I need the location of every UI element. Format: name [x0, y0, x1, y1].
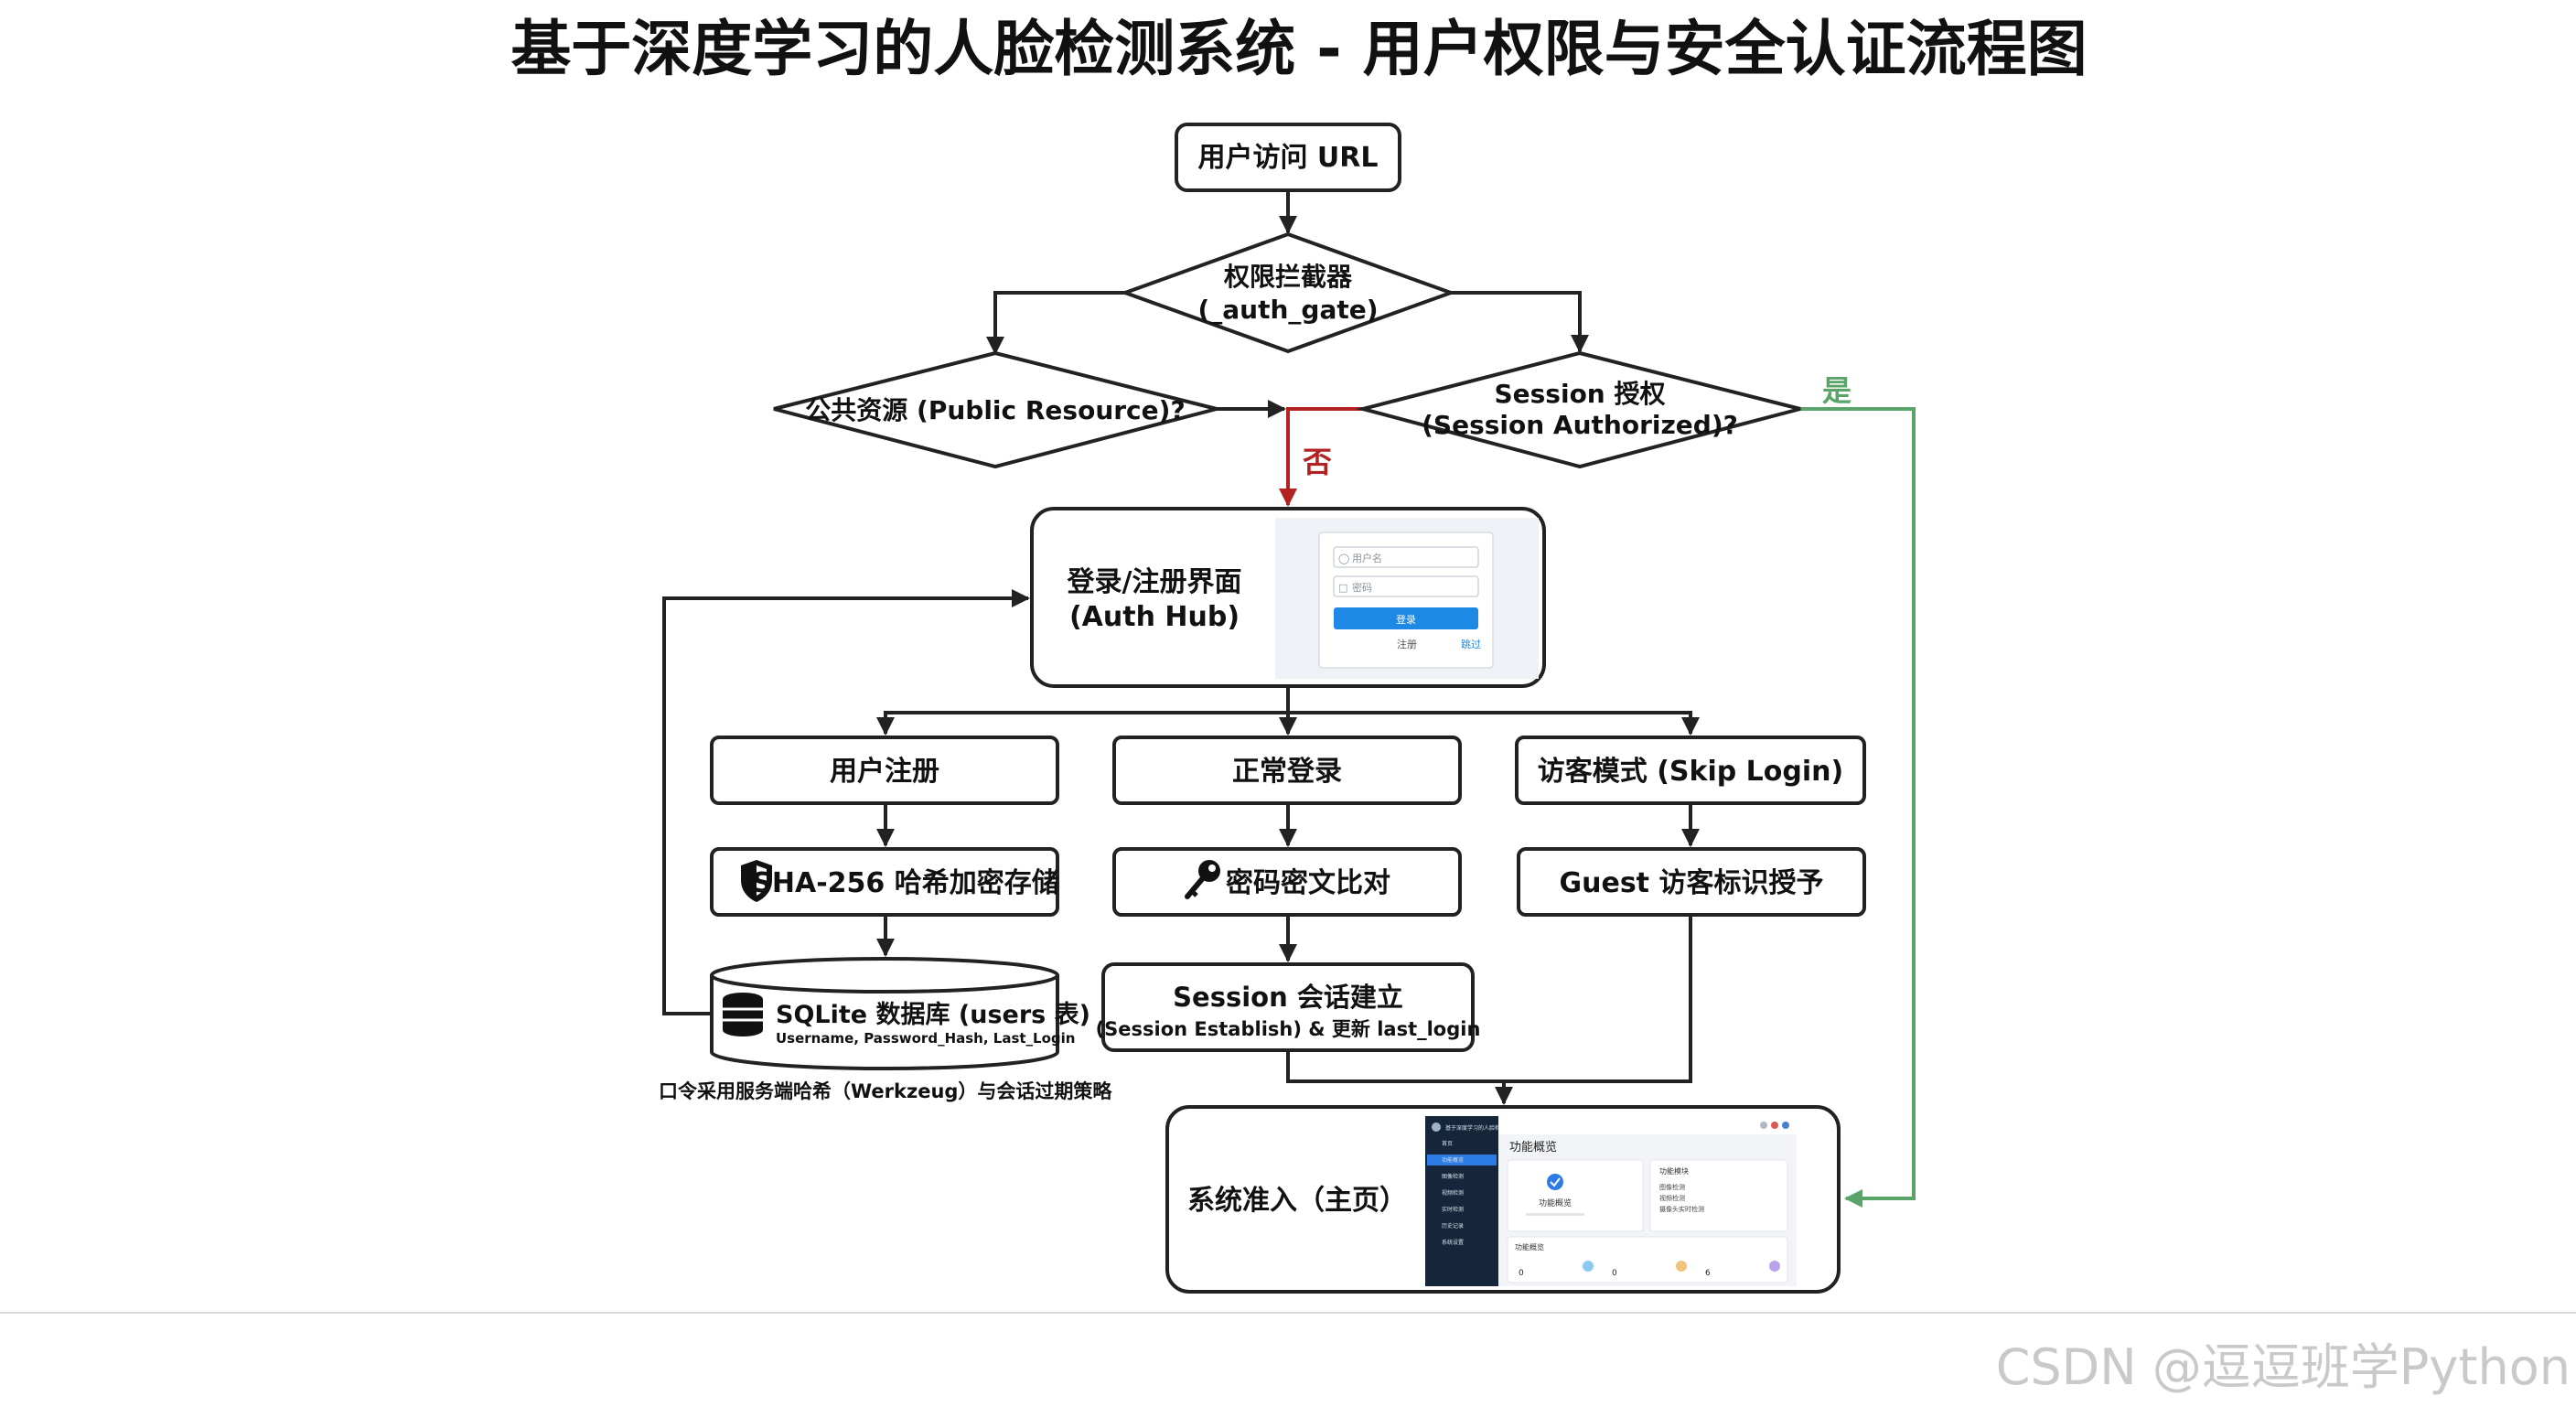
password-compare-label: 密码密文比对: [1226, 867, 1390, 899]
session-establish-label-1: Session 会话建立: [1173, 982, 1403, 1013]
watermark: CSDN @逗逗班学Python: [1995, 1338, 2571, 1396]
guest-token-label: Guest 访客标识授予: [1560, 867, 1824, 899]
sidebar-item[interactable]: 首页: [1442, 1140, 1453, 1147]
panel-item[interactable]: 摄像头实时检测: [1659, 1205, 1704, 1213]
session-establish-label-2: (Session Establish) & 更新 last_login: [1096, 1018, 1481, 1040]
public-resource-label: 公共资源 (Public Resource)?: [805, 395, 1185, 425]
home-app-title: 基于深度学习的人脸检测系统: [1445, 1124, 1517, 1132]
start-node: [1175, 123, 1401, 192]
home-feature-card: [1507, 1159, 1644, 1232]
auth-gate-diamond: [1120, 231, 1456, 354]
avatar[interactable]: [1782, 1122, 1789, 1129]
register-node: [710, 736, 1059, 805]
panel-item[interactable]: 图像检测: [1659, 1183, 1685, 1191]
check-icon: [1547, 1174, 1563, 1190]
edge-gate-to-session: [1451, 291, 1589, 353]
settings-icon[interactable]: [1760, 1122, 1767, 1129]
app-logo-icon: [1432, 1122, 1441, 1132]
footer-band: [0, 1312, 2576, 1407]
user-icon: ◯: [1338, 553, 1349, 564]
stat-icon: [1583, 1261, 1594, 1272]
edge-session-no: [1279, 407, 1363, 507]
home-preview-sidebar: [1425, 1116, 1498, 1286]
notification-icon[interactable]: [1771, 1122, 1778, 1129]
login-node: [1112, 736, 1462, 805]
home-stat-values: 0 0 6: [1519, 1261, 1780, 1278]
edge-hub-to-guest: [1288, 711, 1700, 736]
home-section-title: 功能概览: [1509, 1140, 1557, 1155]
auth-hub-label-2: (Auth Hub): [1069, 601, 1240, 633]
auth-gate-label-2: (_auth_gate): [1197, 295, 1378, 325]
home-page-preview: 基于深度学习的人脸检测系统 首页功能概览图像检测视频检测实时检测历史记录系统设置…: [1425, 1116, 1797, 1286]
guest-token-node: [1517, 847, 1866, 917]
db-label-2: Username, Password_Hash, Last_Login: [776, 1030, 1075, 1047]
edge-session-yes: [1800, 407, 1916, 1208]
yes-label: 是: [1822, 373, 1852, 408]
session-authorized-diamond: [1356, 350, 1801, 469]
session-authorized-label-2: (Session Authorized)?: [1422, 410, 1738, 440]
home-preview-topbar: [1498, 1116, 1797, 1134]
page-title: 基于深度学习的人脸检测系统 - 用户权限与安全认证流程图: [510, 14, 2087, 84]
home-panel-title: 功能模块: [1659, 1166, 1689, 1176]
skip-link[interactable]: 跳过: [1461, 638, 1481, 650]
home-card-title: 功能概览: [1539, 1198, 1572, 1208]
username-input[interactable]: [1333, 546, 1479, 568]
sha256-label: SHA-256 哈希加密存储: [752, 867, 1058, 899]
login-button-label: 登录: [1396, 613, 1416, 626]
home-stats-title: 功能概览: [1515, 1242, 1544, 1251]
register-label: 用户注册: [830, 756, 939, 788]
sidebar-item[interactable]: 实时检测: [1442, 1206, 1464, 1213]
login-form-preview: 用户名 ◯ 密码 □ 登录 注册 跳过: [1275, 518, 1539, 679]
stat-icon: [1676, 1261, 1687, 1272]
edge-hub-to-register: [876, 711, 1288, 736]
sidebar-item[interactable]: 图像检测: [1442, 1173, 1464, 1180]
sidebar-item[interactable]: 系统设置: [1442, 1239, 1464, 1246]
edge-db-to-hub: [662, 589, 1030, 1015]
login-label: 正常登录: [1232, 756, 1342, 788]
password-placeholder: 密码: [1352, 581, 1372, 594]
system-access-label: 系统准入（主页）: [1187, 1185, 1407, 1217]
start-node-label: 用户访问 URL: [1197, 142, 1378, 174]
home-module-panel: [1649, 1159, 1788, 1232]
home-stats-card: [1507, 1236, 1788, 1283]
sqlite-db-node: [710, 957, 1059, 1070]
panel-item[interactable]: 视频检测: [1659, 1194, 1685, 1202]
stat-icon: [1769, 1261, 1780, 1272]
public-resource-diamond: [773, 350, 1218, 469]
login-button[interactable]: [1334, 607, 1478, 629]
guest-node: [1515, 736, 1866, 805]
sidebar-item[interactable]: 视频检测: [1442, 1189, 1464, 1197]
shield-icon: [741, 860, 772, 902]
db-label-1: SQLite 数据库 (users 表): [776, 1001, 1090, 1029]
guest-label: 访客模式 (Skip Login): [1538, 756, 1843, 788]
session-establish-node: [1101, 962, 1475, 1052]
sidebar-item-active-highlight: [1427, 1155, 1497, 1165]
edge-session-to-system: [1286, 1050, 1513, 1105]
stat-value: 0: [1612, 1269, 1617, 1278]
note-text: 口令采用服务端哈希（Werkzeug）与会话过期策略: [659, 1080, 1112, 1102]
auth-hub-label-1: 登录/注册界面: [1067, 566, 1242, 598]
register-link[interactable]: 注册: [1397, 638, 1417, 650]
database-icon: [723, 993, 763, 1036]
key-icon: [1185, 860, 1220, 899]
stat-value: 0: [1519, 1269, 1524, 1278]
edge-gate-to-public: [986, 291, 1125, 355]
edge-token-to-system: [1504, 915, 1692, 1083]
auth-gate-label-1: 权限拦截器: [1223, 262, 1353, 292]
no-label: 否: [1303, 445, 1332, 479]
lock-icon: □: [1338, 582, 1347, 594]
session-authorized-label-1: Session 授权: [1494, 379, 1665, 409]
username-placeholder: 用户名: [1352, 552, 1382, 564]
sha256-node: [710, 847, 1059, 917]
password-input[interactable]: [1333, 575, 1479, 597]
stat-value: 6: [1705, 1269, 1711, 1278]
sidebar-item[interactable]: 功能概览: [1442, 1156, 1464, 1164]
sidebar-item[interactable]: 历史记录: [1442, 1222, 1464, 1230]
